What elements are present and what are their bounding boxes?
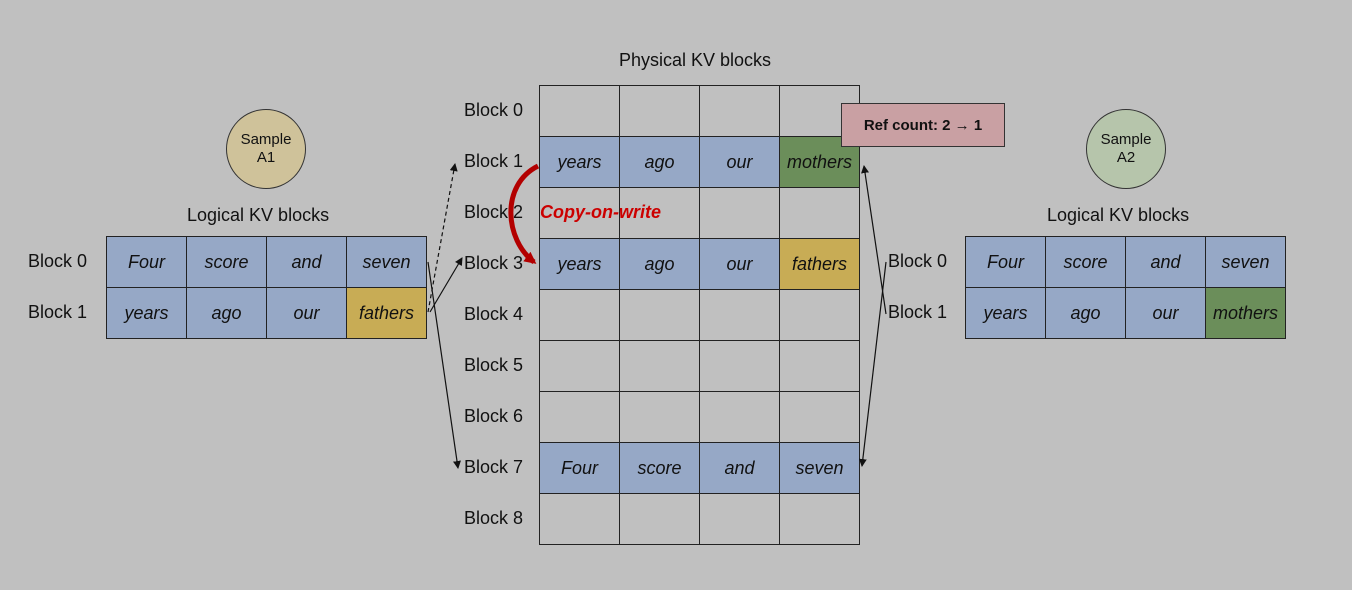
- a2-cell-r0-c2: and: [1125, 236, 1206, 288]
- sample-a2-logical-title: Logical KV blocks: [1047, 205, 1190, 225]
- arrow-a2-block1-to-phys1: [861, 165, 887, 315]
- phys-block-label-4: Block 4: [464, 303, 524, 324]
- sample-a1-line1: Sample: [240, 131, 292, 148]
- a1-cell-r0-c1: score: [186, 236, 267, 288]
- phys-block-label-5: Block 5: [464, 354, 524, 375]
- phys-cell-r1-c0: years: [539, 136, 620, 188]
- sample-a1-line2: A1: [256, 149, 276, 166]
- arrow-a1-block1-to-phys1-old: [427, 163, 458, 313]
- phys-cell-r8-c3: [779, 493, 860, 545]
- arrow-a1-block1-to-phys3: [429, 257, 463, 313]
- a1-cell-r0-c0: Four: [106, 236, 187, 288]
- arrow-a1-block0-to-phys7: [427, 261, 461, 469]
- a1-cell-r1-c1: ago: [186, 287, 267, 339]
- phys-block-label-3: Block 3: [464, 252, 524, 273]
- phys-block-label-7: Block 7: [464, 456, 524, 477]
- a2-cell-r1-c0: years: [965, 287, 1046, 339]
- phys-cell-r3-c3: fathers: [779, 238, 860, 290]
- phys-cell-r7-c1: score: [619, 442, 700, 494]
- copy-on-write-arrow: [508, 163, 540, 264]
- a2-cell-r1-c1: ago: [1045, 287, 1126, 339]
- sample-a2-line1: Sample: [1100, 131, 1152, 148]
- sample-a2-circle: Sample A2: [1086, 109, 1166, 189]
- sample-a1-circle: Sample A1: [226, 109, 306, 189]
- a2-block-label-1: Block 1: [888, 301, 948, 322]
- phys-cell-r3-c0: years: [539, 238, 620, 290]
- a1-cell-r0-c2: and: [266, 236, 347, 288]
- a1-cell-r1-c0: years: [106, 287, 187, 339]
- copy-on-write-label: Copy-on-write: [540, 202, 661, 222]
- phys-cell-r7-c3: seven: [779, 442, 860, 494]
- phys-block-label-8: Block 8: [464, 507, 524, 528]
- physical-kv-title: Physical KV blocks: [619, 50, 772, 70]
- phys-block-label-1: Block 1: [464, 150, 524, 171]
- ref-count-box: Ref count: 2 → 1: [841, 103, 1005, 147]
- a1-cell-r1-c3: fathers: [346, 287, 427, 339]
- a1-cell-r1-c2: our: [266, 287, 347, 339]
- a2-cell-r1-c2: our: [1125, 287, 1206, 339]
- phys-block-label-6: Block 6: [464, 405, 524, 426]
- phys-block-label-2: Block 2: [464, 201, 524, 222]
- a2-cell-r0-c1: score: [1045, 236, 1126, 288]
- phys-cell-r1-c1: ago: [619, 136, 700, 188]
- a1-block-label-1: Block 1: [28, 301, 88, 322]
- a1-block-label-0: Block 0: [28, 250, 88, 271]
- phys-cell-r3-c2: our: [699, 238, 780, 290]
- sample-a2-line2: A2: [1116, 149, 1136, 166]
- phys-block-label-0: Block 0: [464, 99, 524, 120]
- ref-count-text: Ref count: 2 → 1: [863, 116, 983, 134]
- a2-cell-r1-c3: mothers: [1205, 287, 1286, 339]
- sample-a1-logical-title: Logical KV blocks: [187, 205, 330, 225]
- a2-block-label-0: Block 0: [888, 250, 948, 271]
- a1-cell-r0-c3: seven: [346, 236, 427, 288]
- arrow-a2-block0-to-phys7: [858, 261, 887, 467]
- phys-cell-r7-c2: and: [699, 442, 780, 494]
